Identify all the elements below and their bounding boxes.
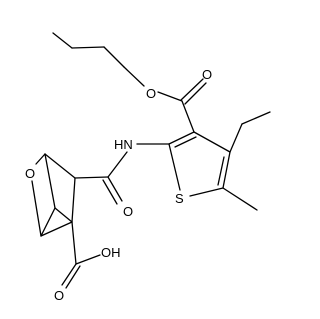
bond-ester-carbonyl-ring — [181, 100, 195, 133]
bond-acid-oh — [75, 254, 101, 265]
bond-c2-c3 — [168, 131, 195, 145]
thiophene-sulfur-label: S — [175, 191, 184, 206]
bond-core-3 — [31, 180, 42, 237]
bond-acid-core — [71, 221, 77, 265]
bond-core-5 — [71, 177, 76, 223]
bond-propyl-1 — [52, 32, 73, 49]
amide-carbonyl-oxygen-label: O — [123, 204, 133, 219]
bond-core-7 — [54, 207, 73, 223]
oxabicyclic-core — [31, 153, 109, 237]
bond-s-c2 — [168, 143, 181, 191]
bond-c3-c4 — [193, 131, 231, 153]
ester-carbonyl-oxygen-label: O — [202, 67, 212, 82]
bond-ethyl-1 — [229, 123, 243, 153]
bond-methyl — [222, 187, 258, 211]
bond-core-amide — [74, 176, 109, 179]
bond-c5-s — [189, 187, 224, 197]
bond-core-8 — [40, 207, 56, 237]
propyl-chain — [52, 32, 145, 87]
bond-amide-double-b — [102, 179, 118, 205]
ester-oxygen-label: O — [146, 86, 156, 101]
thiophene-ring — [168, 131, 231, 197]
bond-core-4 — [40, 221, 73, 237]
bond-ester-double-b — [184, 82, 207, 105]
ester-group — [157, 78, 207, 133]
bond-core-1 — [44, 153, 76, 179]
bond-propyl-4 — [123, 66, 145, 87]
bridge-oxygen-label: O — [25, 166, 35, 181]
atom-labels: O O HN S O O O OH — [25, 67, 212, 303]
thiophene-substituents — [222, 111, 271, 211]
bond-c2-c3-inner — [174, 136, 197, 148]
bond-core-6 — [44, 153, 56, 209]
acid-carbonyl-oxygen-label: O — [54, 288, 64, 303]
bond-acid-double-b — [65, 265, 81, 289]
bond-propyl-2 — [71, 46, 105, 49]
carboxylic-acid — [61, 221, 101, 289]
amide-linker — [102, 143, 170, 205]
bond-acid-double-a — [61, 263, 77, 286]
bond-c4-c5 — [222, 151, 231, 189]
bond-ester-o-carbonyl — [157, 91, 183, 102]
bond-propyl-3 — [103, 46, 125, 68]
bond-c4-c5-inner — [217, 156, 225, 186]
amide-nitrogen-label: HN — [114, 137, 133, 152]
bond-amide-double-a — [107, 176, 123, 202]
bond-ester-double-a — [180, 78, 204, 101]
bond-core-2 — [35, 153, 46, 165]
bond-amide-carbon-n — [107, 151, 128, 178]
acid-hydroxyl-label: OH — [101, 245, 121, 260]
bond-ethyl-2 — [241, 111, 271, 125]
molecule-structure: O O HN S O O O OH — [25, 32, 271, 303]
